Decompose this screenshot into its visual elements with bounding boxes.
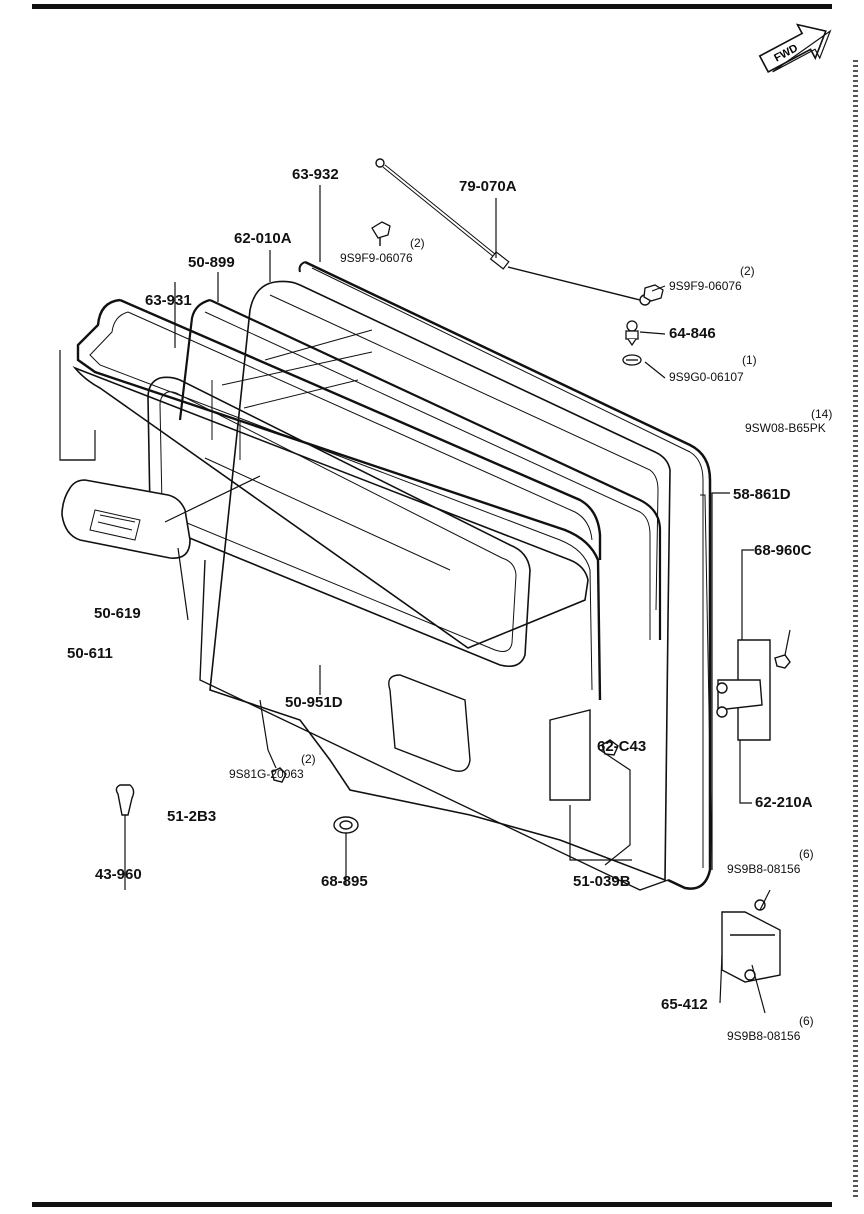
screw-icon <box>271 767 287 783</box>
weatherstrip-outer <box>304 260 712 890</box>
edge-binding-strip <box>853 60 858 1200</box>
hw-label-9s9f9-b: 9S9F9-06076 <box>669 279 742 293</box>
part-label-68-960C: 68-960C <box>754 542 812 559</box>
back-glass-frame <box>76 298 602 701</box>
qty-9s81g: (2) <box>301 752 316 766</box>
part-label-43-960: 43-960 <box>95 866 142 883</box>
part-label-64-846: 64-846 <box>669 325 716 342</box>
part-label-62-210A: 62-210A <box>755 794 813 811</box>
hw-label-9s9f9-a: 9S9F9-06076 <box>340 251 413 265</box>
qty-9sw08: (14) <box>811 407 833 421</box>
part-label-50-619: 50-619 <box>94 605 141 622</box>
side-seal-strip <box>700 494 713 871</box>
bolt-icon <box>622 354 642 366</box>
part-label-51-2B3: 51-2B3 <box>167 808 217 825</box>
leader-lines <box>59 185 791 1014</box>
glass-reflection-lines <box>211 329 373 460</box>
hw-label-9s9b8-b: 9S9B8-08156 <box>727 1029 801 1043</box>
top-border-rule <box>32 4 832 9</box>
qty-9s9f9-a: (2) <box>410 236 425 250</box>
hw-label-9s9g0: 9S9G0-06107 <box>669 370 744 384</box>
high-mount-stop-lamp <box>61 479 191 559</box>
part-label-50-951D: 50-951D <box>285 694 343 711</box>
ball-stud-icon <box>625 320 639 347</box>
lift-gate-garnish <box>72 366 589 649</box>
hinge-upper-icon <box>716 639 771 741</box>
qty-9s9f9-b: (2) <box>740 264 755 278</box>
part-label-58-861D: 58-861D <box>733 486 791 503</box>
part-label-68-895: 68-895 <box>321 873 368 890</box>
hw-label-9s81g: 9S81G-20063 <box>229 767 304 781</box>
license-recess <box>388 674 471 772</box>
hinge-bracket-icon <box>721 899 781 983</box>
bottom-border-rule <box>32 1202 832 1207</box>
part-label-62-C43: 62-C43 <box>597 738 647 755</box>
grommet-icon <box>333 816 359 834</box>
qty-9s9g0: (1) <box>742 353 757 367</box>
qty-9s9b8-b: (6) <box>799 1014 814 1028</box>
glass-opening <box>147 376 531 668</box>
part-label-79-070A: 79-070A <box>459 178 517 195</box>
part-label-65-412: 65-412 <box>661 996 708 1013</box>
glass-seal <box>178 298 662 640</box>
liftgate-panel <box>209 280 671 882</box>
qty-9s9b8-a: (6) <box>799 847 814 861</box>
bulb-socket-icon <box>115 784 135 816</box>
hw-label-9sw08: 9SW08-B65PK <box>745 421 826 435</box>
part-label-63-931: 63-931 <box>145 292 192 309</box>
gate-lower-skin <box>199 559 669 891</box>
inner-bracket <box>549 709 591 801</box>
part-label-50-611: 50-611 <box>67 645 113 662</box>
part-label-50-899: 50-899 <box>188 254 235 271</box>
back-glass-outline <box>89 311 593 691</box>
hw-label-9s9b8-a: 9S9B8-08156 <box>727 862 801 876</box>
fwd-arrow-icon: FWD <box>758 23 832 73</box>
fastener-clip-icon <box>371 221 391 246</box>
part-label-51-039B: 51-039B <box>573 873 631 890</box>
clip-9sw08-icon <box>774 654 791 669</box>
part-label-62-010A: 62-010A <box>234 230 292 247</box>
part-label-63-932: 63-932 <box>292 166 339 183</box>
